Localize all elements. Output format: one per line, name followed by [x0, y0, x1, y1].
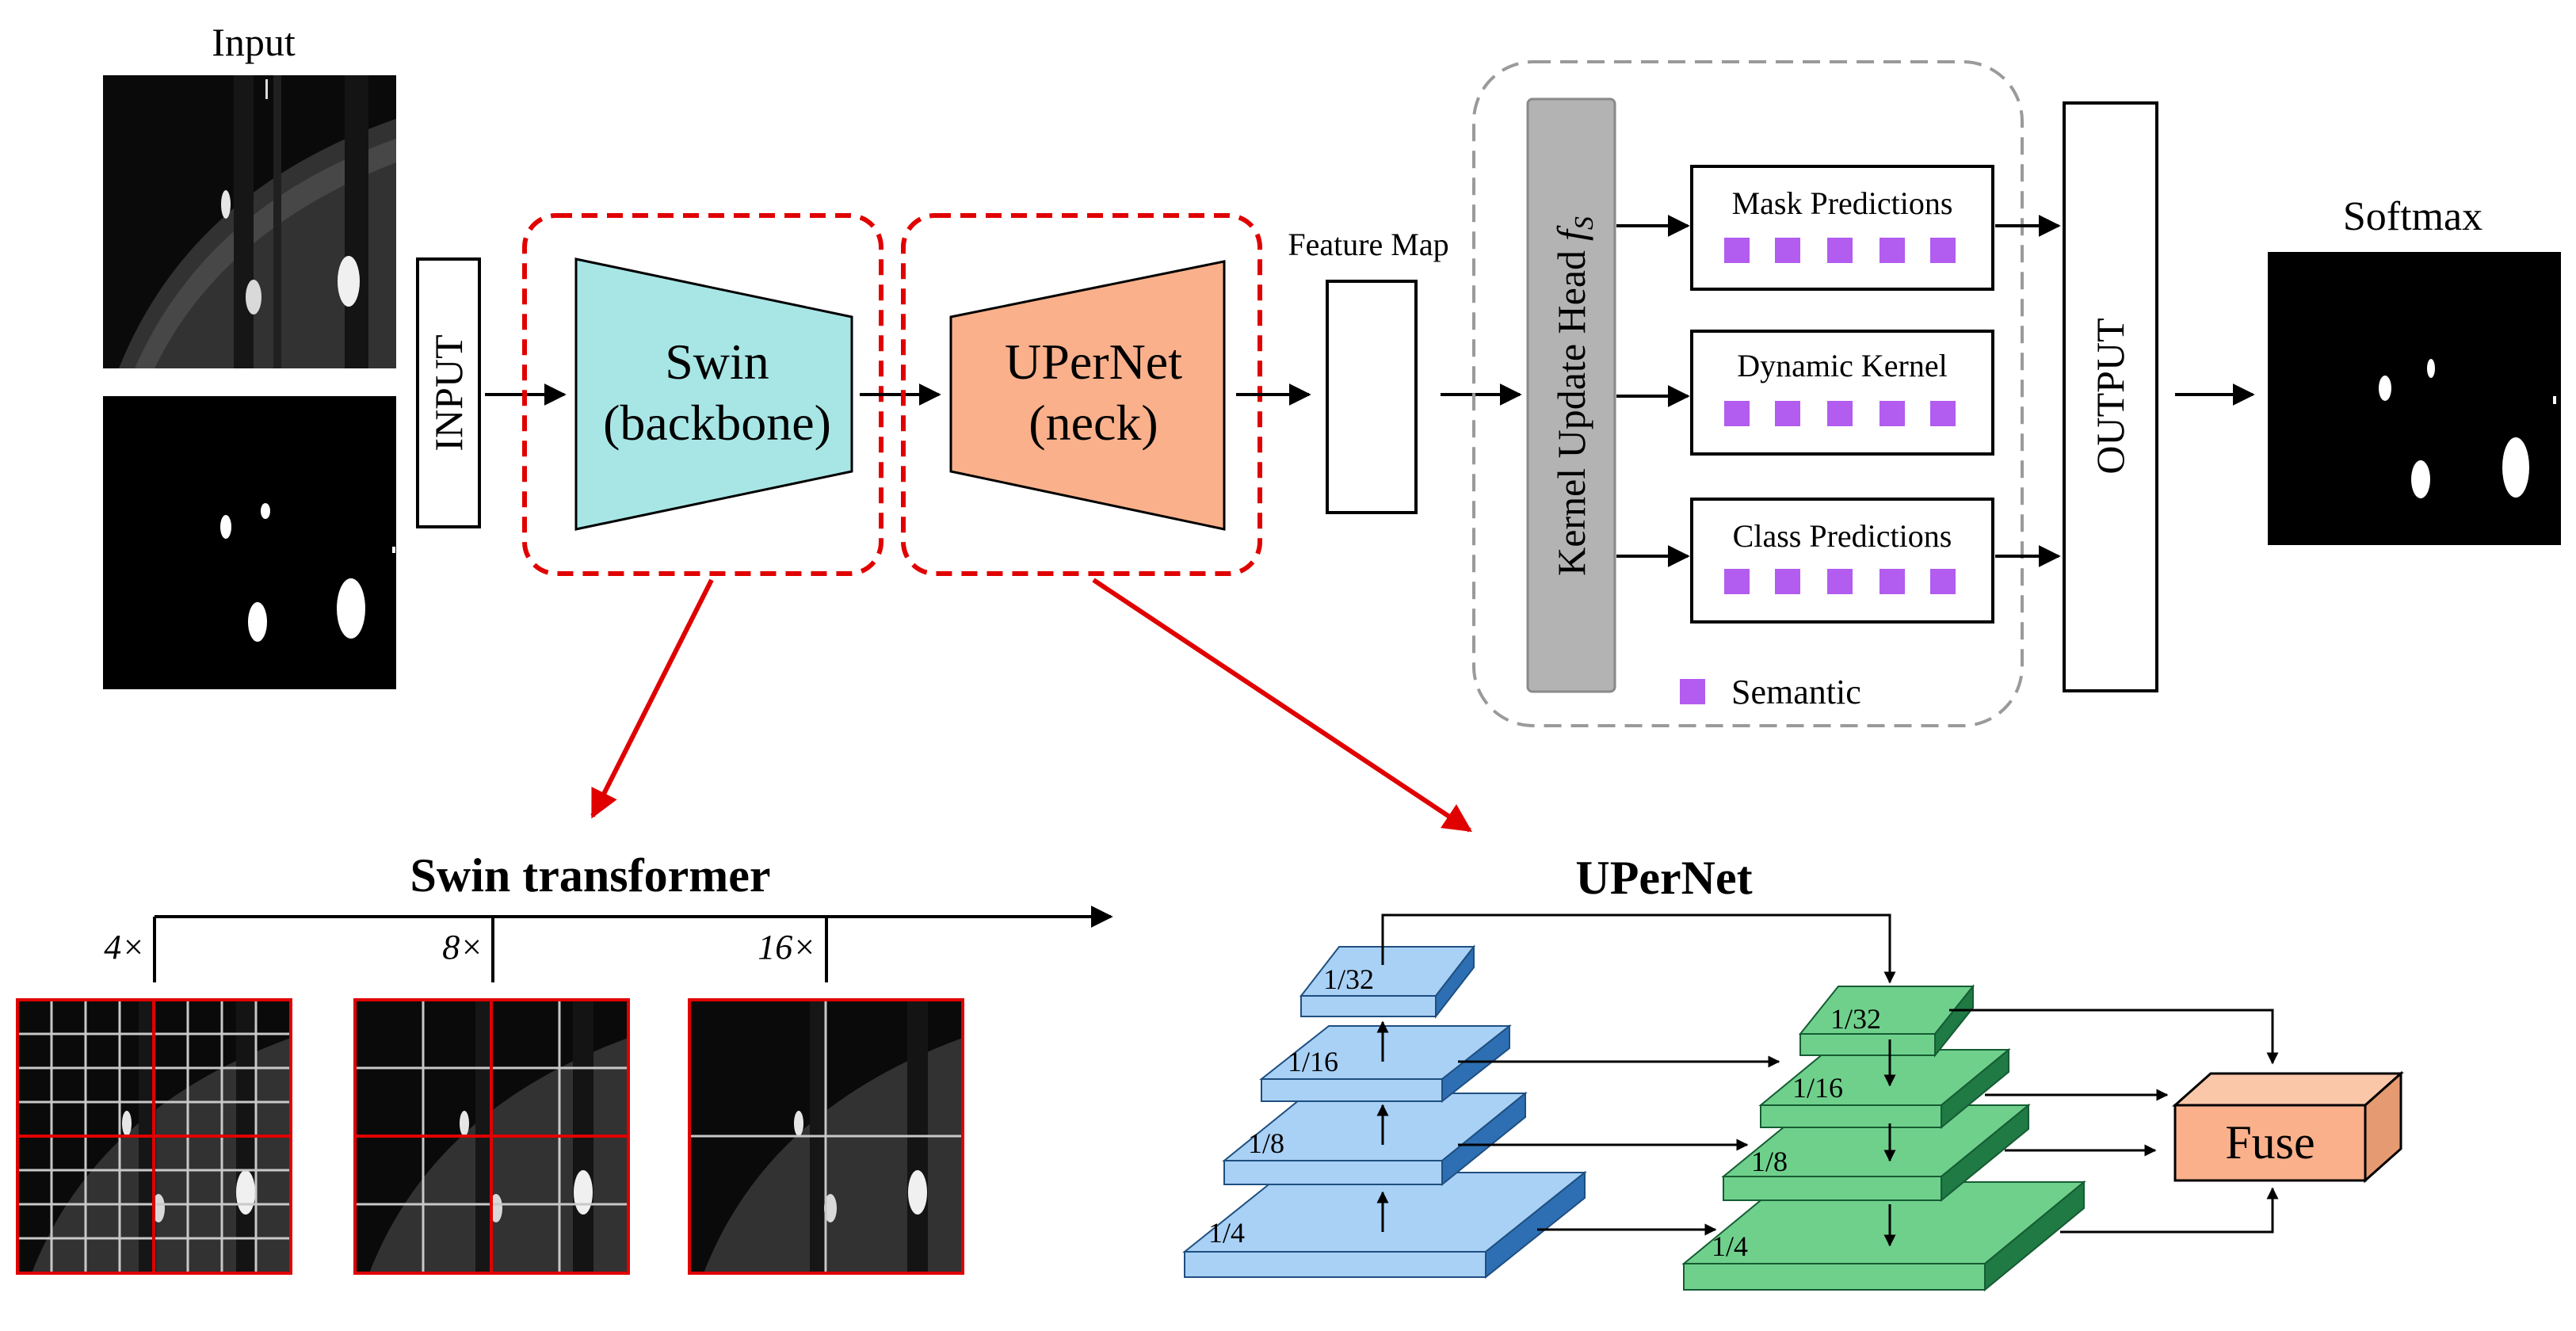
- upernet-right-pyramid: 1/32 1/16 1/8 1/4: [1681, 984, 2086, 1292]
- swin-stage-8x-image: [353, 998, 630, 1275]
- mask-semantic-squares: [1724, 238, 1956, 263]
- right-level-1-4: [1681, 1180, 2086, 1292]
- right-level-label-1-32: 1/32: [1830, 1003, 1881, 1035]
- mask-predictions-box: Mask Predictions: [1690, 165, 1994, 291]
- dynamic-kernel-box: Dynamic Kernel: [1690, 330, 1994, 456]
- upernet-neck-block: [949, 260, 1226, 531]
- upernet-top-connection: [1381, 913, 1896, 984]
- class-predictions-box: Class Predictions: [1690, 498, 1994, 624]
- softmax-label: Softmax: [2343, 194, 2483, 239]
- kernel-update-head-label: Kernel Update HeadfS: [1549, 216, 1599, 576]
- swin-stage-16x-image: [688, 998, 964, 1275]
- right-level-1-32: [1798, 984, 1975, 1058]
- left-level-label-1-16: 1/16: [1288, 1046, 1338, 1077]
- swin-label-line2: (backbone): [603, 395, 831, 451]
- left-level-1-32: [1299, 944, 1476, 1019]
- right-level-label-1-16: 1/16: [1792, 1072, 1843, 1104]
- left-level-label-1-4: 1/4: [1208, 1217, 1245, 1249]
- upernet-label-line1: UPerNet: [1005, 334, 1182, 390]
- fuse-arrow-1-32: [1949, 1009, 2279, 1065]
- output-box: [2063, 101, 2158, 692]
- output-box-label: OUTPUT: [2088, 318, 2132, 474]
- fuse-label: Fuse: [2225, 1116, 2315, 1169]
- red-arrow-upernet-detail: [1092, 578, 1472, 833]
- fuse-block: [2172, 1070, 2404, 1184]
- swin-stage-4x-image: [16, 998, 292, 1275]
- input-box: [416, 257, 481, 528]
- swin-scale-16x: 16×: [758, 928, 816, 967]
- mask-predictions-label: Mask Predictions: [1732, 185, 1953, 221]
- left-level-1-4: [1182, 1170, 1587, 1280]
- upernet-detail-title: UPerNet: [1575, 852, 1752, 904]
- left-level-1-8: [1222, 1091, 1528, 1187]
- class-predictions-label: Class Predictions: [1733, 518, 1952, 554]
- input-oct-image: [103, 75, 396, 368]
- right-level-label-1-4: 1/4: [1712, 1230, 1748, 1262]
- right-level-label-1-8: 1/8: [1751, 1146, 1788, 1177]
- input-box-label: INPUT: [426, 334, 471, 451]
- left-level-1-16: [1259, 1024, 1512, 1104]
- swin-scale-4x: 4×: [104, 928, 145, 967]
- upernet-left-pyramid: 1/32 1/16 1/8 1/4: [1182, 944, 1587, 1280]
- softmax-output-image: [2268, 252, 2561, 545]
- swin-label-line1: Swin: [665, 334, 769, 390]
- semantic-legend-swatch: [1680, 679, 1705, 704]
- swin-scale-8x: 8×: [442, 928, 483, 967]
- red-arrow-swin-detail: [590, 578, 714, 819]
- dynamic-kernel-label: Dynamic Kernel: [1737, 348, 1947, 383]
- upernet-label-line2: (neck): [1028, 395, 1158, 451]
- kernel-update-head-block: [1526, 97, 1616, 693]
- semantic-legend-label: Semantic: [1731, 673, 1861, 711]
- left-level-label-1-8: 1/8: [1248, 1127, 1284, 1159]
- swin-backbone-block: [574, 257, 853, 531]
- input-title: Input: [212, 20, 296, 64]
- class-semantic-squares: [1724, 569, 1956, 594]
- feature-map-box: [1326, 280, 1418, 514]
- fuse-arrow-1-4: [2060, 1187, 2279, 1234]
- swin-transformer-title: Swin transformer: [410, 849, 771, 902]
- dynamic-semantic-squares: [1724, 401, 1956, 426]
- feature-map-label: Feature Map: [1288, 227, 1448, 262]
- input-mask-image: [103, 396, 396, 689]
- left-level-label-1-32: 1/32: [1323, 963, 1374, 995]
- head-dashed-box: [1472, 60, 2024, 727]
